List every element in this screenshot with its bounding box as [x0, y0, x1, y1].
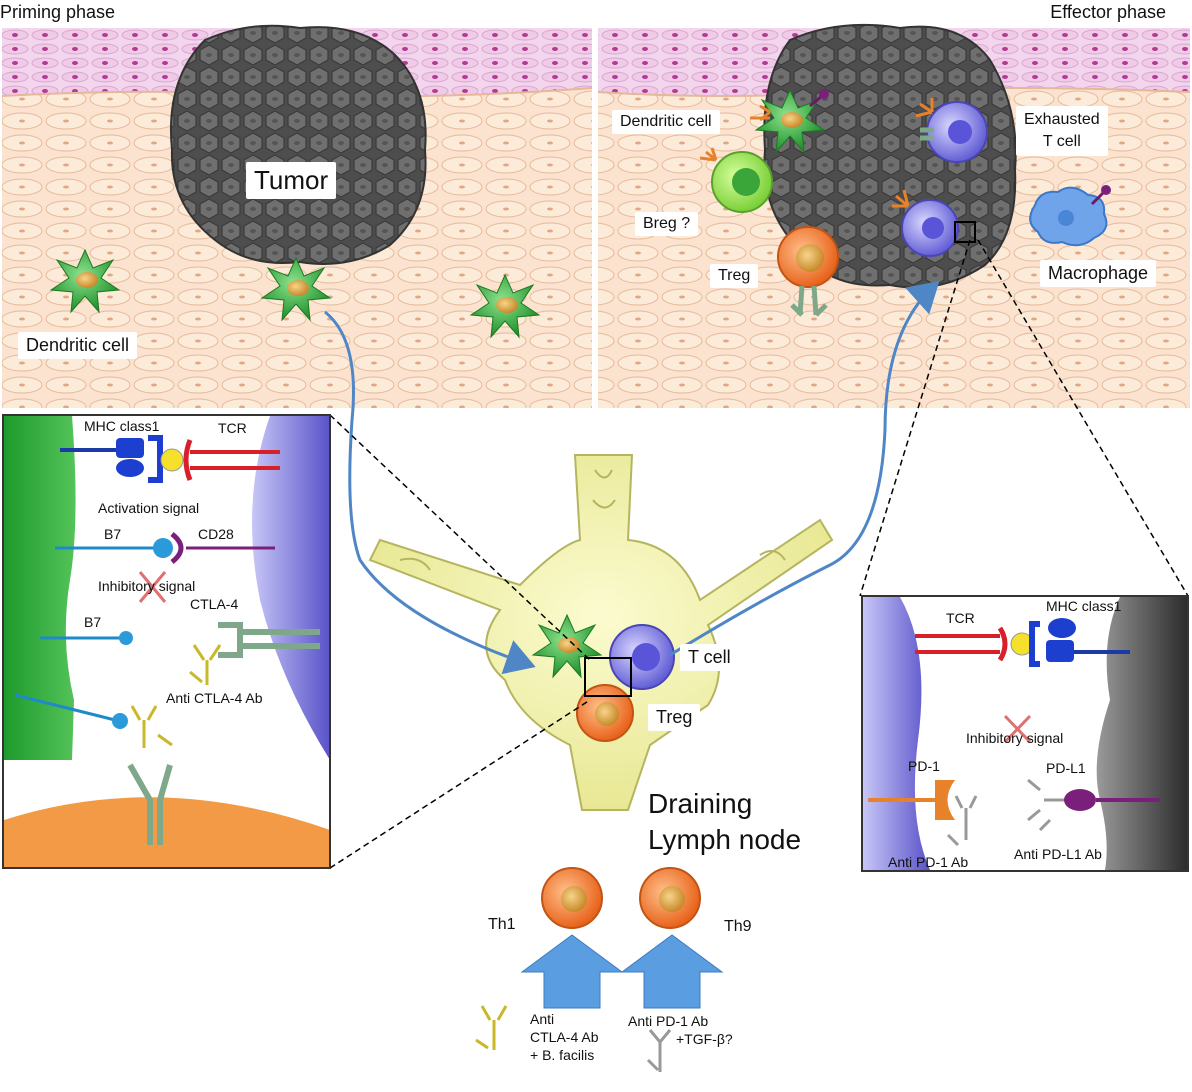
zoom-line — [329, 699, 591, 869]
ctla4-label: CTLA-4 — [190, 596, 239, 612]
pdl1-label: PD-L1 — [1046, 760, 1086, 776]
dendritic-cell — [49, 248, 121, 314]
draining-lymph-node-label: Draining Lymph node — [648, 786, 801, 858]
t-cell-label: T cell — [680, 644, 739, 671]
pd1-label: PD-1 — [908, 758, 940, 774]
mhc-class1-label: MHC class1 — [84, 418, 160, 434]
dendritic-cell — [531, 613, 603, 679]
draining-label-line1: Draining — [648, 788, 753, 819]
th1-label: Th1 — [488, 916, 516, 933]
inhibitory-signal-label: Inhibitory signal — [98, 578, 196, 594]
anti-ctla4-label: Anti CTLA-4 Ab — [166, 690, 263, 706]
right-inset — [861, 595, 1189, 872]
tcr-label: TCR — [218, 420, 247, 436]
anti-pd1-label: Anti PD-1 Ab — [888, 854, 969, 870]
bottom-left-line2: CTLA-4 Ab — [530, 1029, 599, 1045]
treg-label: Treg — [648, 704, 701, 731]
exhausted-t-cell-label: Exhausted T cell — [1016, 106, 1108, 156]
dendritic-cell — [754, 88, 829, 154]
migration-arrow-priming — [324, 310, 536, 675]
bottom-left-line3: + B. facilis — [530, 1047, 595, 1063]
lymph-node — [368, 454, 834, 811]
th-cells — [475, 867, 724, 1072]
priming-phase-title: Priming phase — [0, 2, 116, 22]
macrophage — [1029, 185, 1111, 247]
activation-signal-label: Activation signal — [98, 500, 200, 516]
breg-cell — [699, 147, 773, 213]
zoom-line — [977, 239, 1189, 597]
effector-phase-title: Effector phase — [1050, 2, 1166, 22]
macrophage-label: Macrophage — [1040, 260, 1157, 287]
migration-arrow-effector — [669, 280, 940, 657]
t-cell — [892, 189, 976, 257]
anti-pd1-tgfb-label: Anti PD-1 Ab +TGF-β? — [628, 1012, 733, 1048]
b7-label: B7 — [104, 526, 122, 542]
bottom-right-line1: Anti PD-1 Ab — [628, 1013, 709, 1029]
zoom-line — [859, 239, 971, 597]
tumor-label: Tumor — [246, 162, 337, 199]
anti-ctla4-bfacilis-label: Anti CTLA-4 Ab + B. facilis — [530, 1010, 598, 1064]
zoom-line — [329, 414, 591, 661]
up-arrow-th1 — [520, 934, 624, 1009]
b7-label: B7 — [84, 614, 102, 630]
bottom-left-line1: Anti — [530, 1011, 555, 1027]
exhausted-label-line2: T cell — [1042, 133, 1081, 150]
tcr-label: TCR — [946, 610, 975, 626]
tumor-mass — [169, 24, 427, 265]
th9-cell — [639, 867, 701, 929]
mhc-class1-label: MHC class1 — [1046, 598, 1122, 614]
exhausted-t-cell — [915, 98, 988, 163]
treg-cell — [777, 226, 839, 317]
dendritic-cell — [469, 273, 541, 339]
exhausted-label-line1: Exhausted — [1024, 111, 1100, 128]
draining-label-line2: Lymph node — [648, 824, 802, 855]
treg-cell — [576, 684, 634, 742]
anti-pdl1-label: Anti PD-L1 Ab — [1014, 846, 1102, 862]
left-inset — [2, 414, 331, 869]
th9-label: Th9 — [724, 918, 752, 935]
antibody-icon — [475, 1005, 508, 1050]
dendritic-cell — [260, 256, 332, 322]
breg-label: Breg ? — [635, 212, 699, 236]
cd28-label: CD28 — [198, 526, 234, 542]
up-arrow-th9 — [620, 934, 724, 1009]
th1-cell — [541, 867, 603, 929]
bottom-right-line2: +TGF-β? — [676, 1031, 733, 1047]
dendritic-cell-label: Dendritic cell — [18, 332, 138, 359]
dendritic-cell-label: Dendritic cell — [612, 110, 720, 134]
effector-panel — [597, 23, 1191, 408]
treg-label: Treg — [710, 264, 759, 288]
antibody-icon — [646, 1029, 672, 1072]
t-cell — [609, 624, 675, 690]
inhibitory-signal-label: Inhibitory signal — [966, 730, 1064, 746]
